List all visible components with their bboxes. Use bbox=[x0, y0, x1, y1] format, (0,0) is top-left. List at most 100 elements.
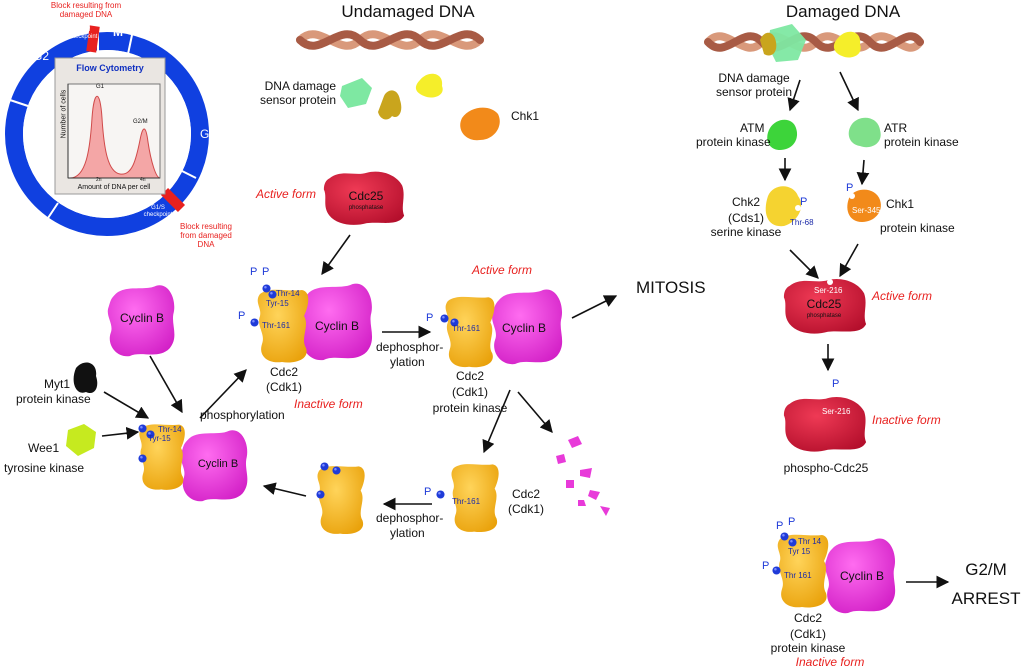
cyclin-b-label-inactive: Cyclin B bbox=[314, 319, 360, 333]
g2m-block-bar bbox=[86, 25, 100, 53]
cdc2-label-arrest: Cdc2 bbox=[793, 611, 823, 625]
pathway-arrows bbox=[101, 71, 950, 589]
histogram-peaks bbox=[69, 95, 161, 179]
peak-g2m-label: G2/M bbox=[133, 119, 148, 125]
inactive-form-label-damaged: Inactive form bbox=[872, 413, 941, 427]
tyr15-label-inactive: Tyr-15 bbox=[266, 299, 289, 308]
chk2-sub-label: serine kinase bbox=[710, 225, 782, 239]
arrest-thr161-label: Thr 161 bbox=[784, 571, 812, 580]
wee1-label: Wee1 bbox=[28, 441, 60, 455]
phosphorylation-label: phosphorylation bbox=[200, 408, 285, 422]
p-label-free: P bbox=[424, 486, 432, 498]
thr14-label-inactive: Thr-14 bbox=[276, 289, 300, 298]
cdc2-free bbox=[317, 466, 365, 535]
active-form-label-2: Active form bbox=[472, 263, 533, 277]
sensor-label-undamaged: DNA damage sensor protein bbox=[259, 79, 336, 107]
atr-label: ATR bbox=[884, 121, 908, 135]
thr161-label-inactive: Thr-161 bbox=[262, 321, 291, 330]
ser345-label: Ser-345 bbox=[852, 206, 881, 215]
sensor-protein-olive bbox=[378, 90, 402, 120]
thr68-label: Thr-68 bbox=[790, 218, 814, 227]
p-label-chk1: P bbox=[846, 182, 854, 194]
sensor-label-damaged: DNA damage sensor protein bbox=[715, 71, 793, 99]
mitosis-label: MITOSIS bbox=[636, 278, 706, 297]
dephosphorylation-label-1b: ylation bbox=[390, 355, 425, 369]
chk2-protein bbox=[765, 186, 802, 227]
chk1-label-damaged: Chk1 bbox=[886, 197, 915, 211]
cdc25-label-undamaged: Cdc25 bbox=[348, 189, 384, 203]
cdc2-label-free: Cdc2 bbox=[511, 487, 541, 501]
p-label-arrest-2: P bbox=[788, 516, 796, 528]
p-label-1: P bbox=[250, 266, 258, 278]
ser216-label-active: Ser-216 bbox=[814, 286, 843, 295]
cyclin-b-free-label: Cyclin B bbox=[119, 311, 165, 325]
dephosphorylation-label-1a: dephosphor- bbox=[376, 340, 444, 354]
atr-sub-label: protein kinase bbox=[884, 135, 959, 149]
atm-sub-label: protein kinase bbox=[696, 135, 771, 149]
arrest-label: ARREST bbox=[951, 589, 1021, 608]
phase-m-label: M bbox=[113, 25, 123, 39]
phase-s-label: S bbox=[32, 221, 41, 235]
chk1-protein-damaged bbox=[847, 189, 881, 222]
arrest-tyr15-label: Tyr 15 bbox=[788, 547, 811, 556]
heading-undamaged-dna: Undamaged DNA bbox=[341, 2, 475, 21]
cell-cycle-ring bbox=[5, 32, 209, 236]
cdk1-label-arrest: (Cdk1) bbox=[789, 627, 827, 641]
cyclin-b-label-complex-left: Cyclin B bbox=[197, 458, 239, 470]
chk1-protein-undamaged bbox=[460, 107, 500, 141]
cdc25-phosphatase-label-damaged: phosphatase bbox=[806, 313, 842, 319]
thr14-label-left: Thr-14 bbox=[158, 425, 182, 434]
tick-2n-label: 2n bbox=[96, 177, 102, 183]
cdk1-label-active: (Cdk1) bbox=[451, 385, 489, 399]
cdc2-label-active: Cdc2 bbox=[455, 369, 485, 383]
arrest-thr14-label: Thr 14 bbox=[798, 537, 822, 546]
block-label-top: Block resulting from damaged DNA bbox=[50, 1, 122, 20]
cdc2-label-inactive: Cdc2 bbox=[269, 365, 299, 379]
g1s-block-bar bbox=[160, 187, 186, 213]
thr161-label-active: Thr-161 bbox=[452, 324, 481, 333]
phospho-cdc25-label: phospho-Cdc25 bbox=[783, 461, 869, 475]
histogram-x-axis-label: Amount of DNA per cell bbox=[77, 184, 151, 191]
ser216-label-inactive: Ser-216 bbox=[822, 407, 851, 416]
active-form-label-1: Active form bbox=[256, 187, 317, 201]
sensor-protein-yellow bbox=[415, 73, 443, 98]
chk2-label: Chk2 bbox=[731, 195, 761, 209]
p-label-cdc25: P bbox=[832, 378, 840, 390]
cdc25-inactive bbox=[783, 396, 867, 452]
cyclin-b-fragments bbox=[556, 436, 610, 516]
p-label-arrest-1: P bbox=[776, 520, 784, 532]
phase-g1-label: G1 bbox=[200, 127, 217, 141]
peak-g1-label: G1 bbox=[96, 84, 105, 90]
myt1-sub-label: protein kinase bbox=[16, 392, 91, 406]
cdc25-label-damaged: Cdc25 bbox=[806, 297, 842, 311]
g2m-label: G2/M bbox=[965, 560, 1007, 579]
wee1-protein bbox=[66, 424, 96, 456]
p-label-arrest-3: P bbox=[762, 560, 770, 572]
tick-4n-label: 4n bbox=[140, 177, 146, 183]
myt1-label: Myt1 bbox=[44, 377, 71, 391]
phase-g2-label: G2 bbox=[33, 49, 50, 63]
histogram-y-axis-label: Number of cells bbox=[60, 89, 68, 139]
sensor-label-damaged-1: DNA damage sensor protein bbox=[712, 71, 796, 100]
atm-label: ATM bbox=[740, 121, 765, 135]
p-label-3: P bbox=[238, 310, 246, 322]
thr161-label-free: Thr-161 bbox=[452, 497, 481, 506]
g2m-checkpoint-label: G2/M checkpoint bbox=[68, 27, 98, 40]
dna-helix-damaged bbox=[704, 24, 924, 62]
wee1-sub-label: tyrosine kinase bbox=[4, 461, 85, 475]
active-form-label-damaged: Active form bbox=[872, 289, 933, 303]
protein-kinase-label-active: protein kinase bbox=[432, 401, 508, 415]
block-label-bottom: Block resulting from damaged DNA bbox=[179, 222, 233, 250]
cds1-label: (Cds1) bbox=[727, 211, 765, 225]
protein-kinase-label-arrest: protein kinase bbox=[770, 641, 846, 655]
cdk1-label-inactive: (Cdk1) bbox=[265, 380, 303, 394]
inactive-form-label: Inactive form bbox=[294, 397, 363, 411]
atm-protein bbox=[767, 119, 798, 150]
cyclin-b-label-arrest: Cyclin B bbox=[839, 569, 885, 583]
atr-protein bbox=[848, 117, 881, 148]
heading-damaged-dna: Damaged DNA bbox=[785, 2, 901, 21]
chk1-label-undamaged: Chk1 bbox=[511, 109, 540, 123]
inactive-form-label-arrest: Inactive form bbox=[795, 655, 865, 669]
sensor-protein-green bbox=[340, 78, 372, 108]
